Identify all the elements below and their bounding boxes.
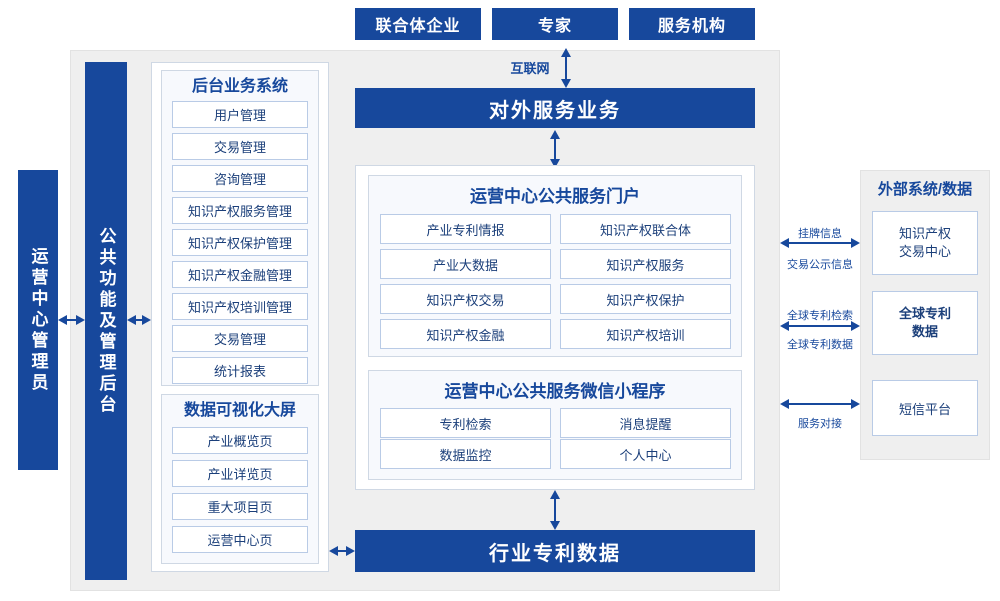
backend-system-title: 后台业务系统 <box>191 78 288 95</box>
backend-item-6[interactable]: 知识产权培训管理 <box>172 293 308 320</box>
actor-box-1[interactable]: 专家 <box>492 8 618 40</box>
backend-item-8[interactable]: 统计报表 <box>172 357 308 384</box>
miniprogram-title: 运营中心公共服务微信小程序 <box>444 382 666 401</box>
external-connector-label-2: 全球专利检索 <box>787 310 853 322</box>
portal-item-7[interactable]: 知识产权培训 <box>560 319 731 349</box>
miniprogram-item-1[interactable]: 消息提醒 <box>560 408 731 438</box>
external-title: 外部系统/数据 <box>877 181 973 198</box>
arrow-external-0 <box>780 238 860 248</box>
external-item-1[interactable]: 全球专利 数据 <box>872 291 978 355</box>
internet-label: 互联网 <box>510 61 550 76</box>
role-box-admin[interactable]: 运营中心管理员 <box>18 170 58 470</box>
portal-item-6[interactable]: 知识产权金融 <box>380 319 551 349</box>
arrow-external-2 <box>780 399 860 409</box>
backend-item-5[interactable]: 知识产权金融管理 <box>172 261 308 288</box>
portal-item-2[interactable]: 产业大数据 <box>380 249 551 279</box>
portal-item-3[interactable]: 知识产权服务 <box>560 249 731 279</box>
industry-data-box[interactable]: 行业专利数据 <box>355 530 755 572</box>
backend-item-2[interactable]: 咨询管理 <box>172 165 308 192</box>
miniprogram-item-3[interactable]: 个人中心 <box>560 439 731 469</box>
visual-item-2[interactable]: 重大项目页 <box>172 493 308 520</box>
arrow-internet <box>561 48 571 88</box>
visual-item-3[interactable]: 运营中心页 <box>172 526 308 553</box>
industry-data-title: 行业专利数据 <box>489 542 621 565</box>
backend-item-1[interactable]: 交易管理 <box>172 133 308 160</box>
external-connector-label-0: 挂牌信息 <box>798 228 842 240</box>
role-box-platform[interactable]: 公共功能及管理后台 <box>85 62 127 580</box>
arrow-admin-to-platform <box>58 315 85 325</box>
miniprogram-item-2[interactable]: 数据监控 <box>380 439 551 469</box>
backend-item-7[interactable]: 交易管理 <box>172 325 308 352</box>
arrow-service-to-portal <box>550 130 560 168</box>
external-connector-label-4: 服务对接 <box>798 418 842 430</box>
portal-item-1[interactable]: 知识产权联合体 <box>560 214 731 244</box>
role-label: 公共功能及管理后台 <box>96 226 116 416</box>
actor-label: 专家 <box>537 18 572 35</box>
role-label: 运营中心管理员 <box>28 246 48 394</box>
portal-item-4[interactable]: 知识产权交易 <box>380 284 551 314</box>
arrow-platform-to-backend <box>127 315 151 325</box>
portal-title: 运营中心公共服务门户 <box>470 187 640 206</box>
external-connector-label-3: 全球专利数据 <box>787 339 853 351</box>
portal-item-0[interactable]: 产业专利情报 <box>380 214 551 244</box>
backend-item-3[interactable]: 知识产权服务管理 <box>172 197 308 224</box>
external-item-2[interactable]: 短信平台 <box>872 380 978 436</box>
external-service-title: 对外服务业务 <box>489 99 621 122</box>
external-item-0[interactable]: 知识产权 交易中心 <box>872 211 978 275</box>
actor-box-2[interactable]: 服务机构 <box>629 8 755 40</box>
external-service-box[interactable]: 对外服务业务 <box>355 88 755 128</box>
backend-item-4[interactable]: 知识产权保护管理 <box>172 229 308 256</box>
actor-label: 服务机构 <box>657 18 726 35</box>
backend-item-0[interactable]: 用户管理 <box>172 101 308 128</box>
actor-box-0[interactable]: 联合体企业 <box>355 8 481 40</box>
portal-item-5[interactable]: 知识产权保护 <box>560 284 731 314</box>
external-connector-label-1: 交易公示信息 <box>787 259 853 271</box>
actor-label: 联合体企业 <box>375 18 461 35</box>
arrow-center-to-industry <box>550 490 560 530</box>
visual-item-1[interactable]: 产业详览页 <box>172 460 308 487</box>
visual-item-0[interactable]: 产业概览页 <box>172 427 308 454</box>
arrow-external-1 <box>780 321 860 331</box>
miniprogram-item-0[interactable]: 专利检索 <box>380 408 551 438</box>
arrow-visual-to-industry <box>329 546 355 556</box>
visual-screen-title: 数据可视化大屏 <box>183 402 296 419</box>
